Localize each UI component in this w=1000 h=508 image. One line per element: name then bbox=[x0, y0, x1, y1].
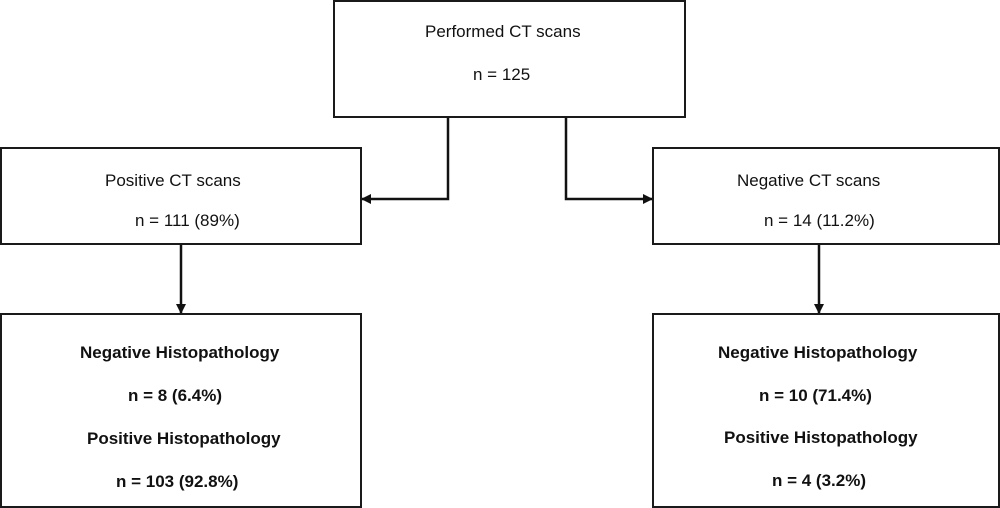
negative-ct-count: n = 14 (11.2%) bbox=[764, 211, 875, 230]
negative-ct-title: Negative CT scans bbox=[737, 171, 881, 190]
negative-histo-pos-label: Positive Histopathology bbox=[724, 428, 918, 447]
positive-ct-count: n = 111 (89%) bbox=[135, 211, 240, 230]
positive-ct-title: Positive CT scans bbox=[105, 171, 241, 190]
arrow-root-to-negative bbox=[564, 118, 653, 204]
negative-histo-neg-count: n = 10 (71.4%) bbox=[759, 386, 872, 405]
negative-histo-neg-label: Negative Histopathology bbox=[718, 343, 918, 362]
positive-histo-pos-count: n = 103 (92.8%) bbox=[116, 472, 239, 491]
arrow-root-to-positive bbox=[361, 118, 450, 204]
negative-ct-box: Negative CT scans n = 14 (11.2%) bbox=[652, 147, 1000, 245]
root-title: Performed CT scans bbox=[425, 22, 581, 41]
positive-ct-box: Positive CT scans n = 111 (89%) bbox=[0, 147, 362, 245]
root-count: n = 125 bbox=[473, 65, 531, 84]
positive-histo-neg-count: n = 8 (6.4%) bbox=[128, 386, 223, 405]
positive-histo-box: Negative Histopathology n = 8 (6.4%) Pos… bbox=[0, 313, 362, 508]
root-box: Performed CT scans n = 125 bbox=[333, 0, 686, 118]
positive-histo-pos-label: Positive Histopathology bbox=[87, 429, 281, 448]
positive-histo-neg-label: Negative Histopathology bbox=[80, 343, 280, 362]
negative-histo-pos-count: n = 4 (3.2%) bbox=[772, 471, 867, 490]
negative-histo-box: Negative Histopathology n = 10 (71.4%) P… bbox=[652, 313, 1000, 508]
